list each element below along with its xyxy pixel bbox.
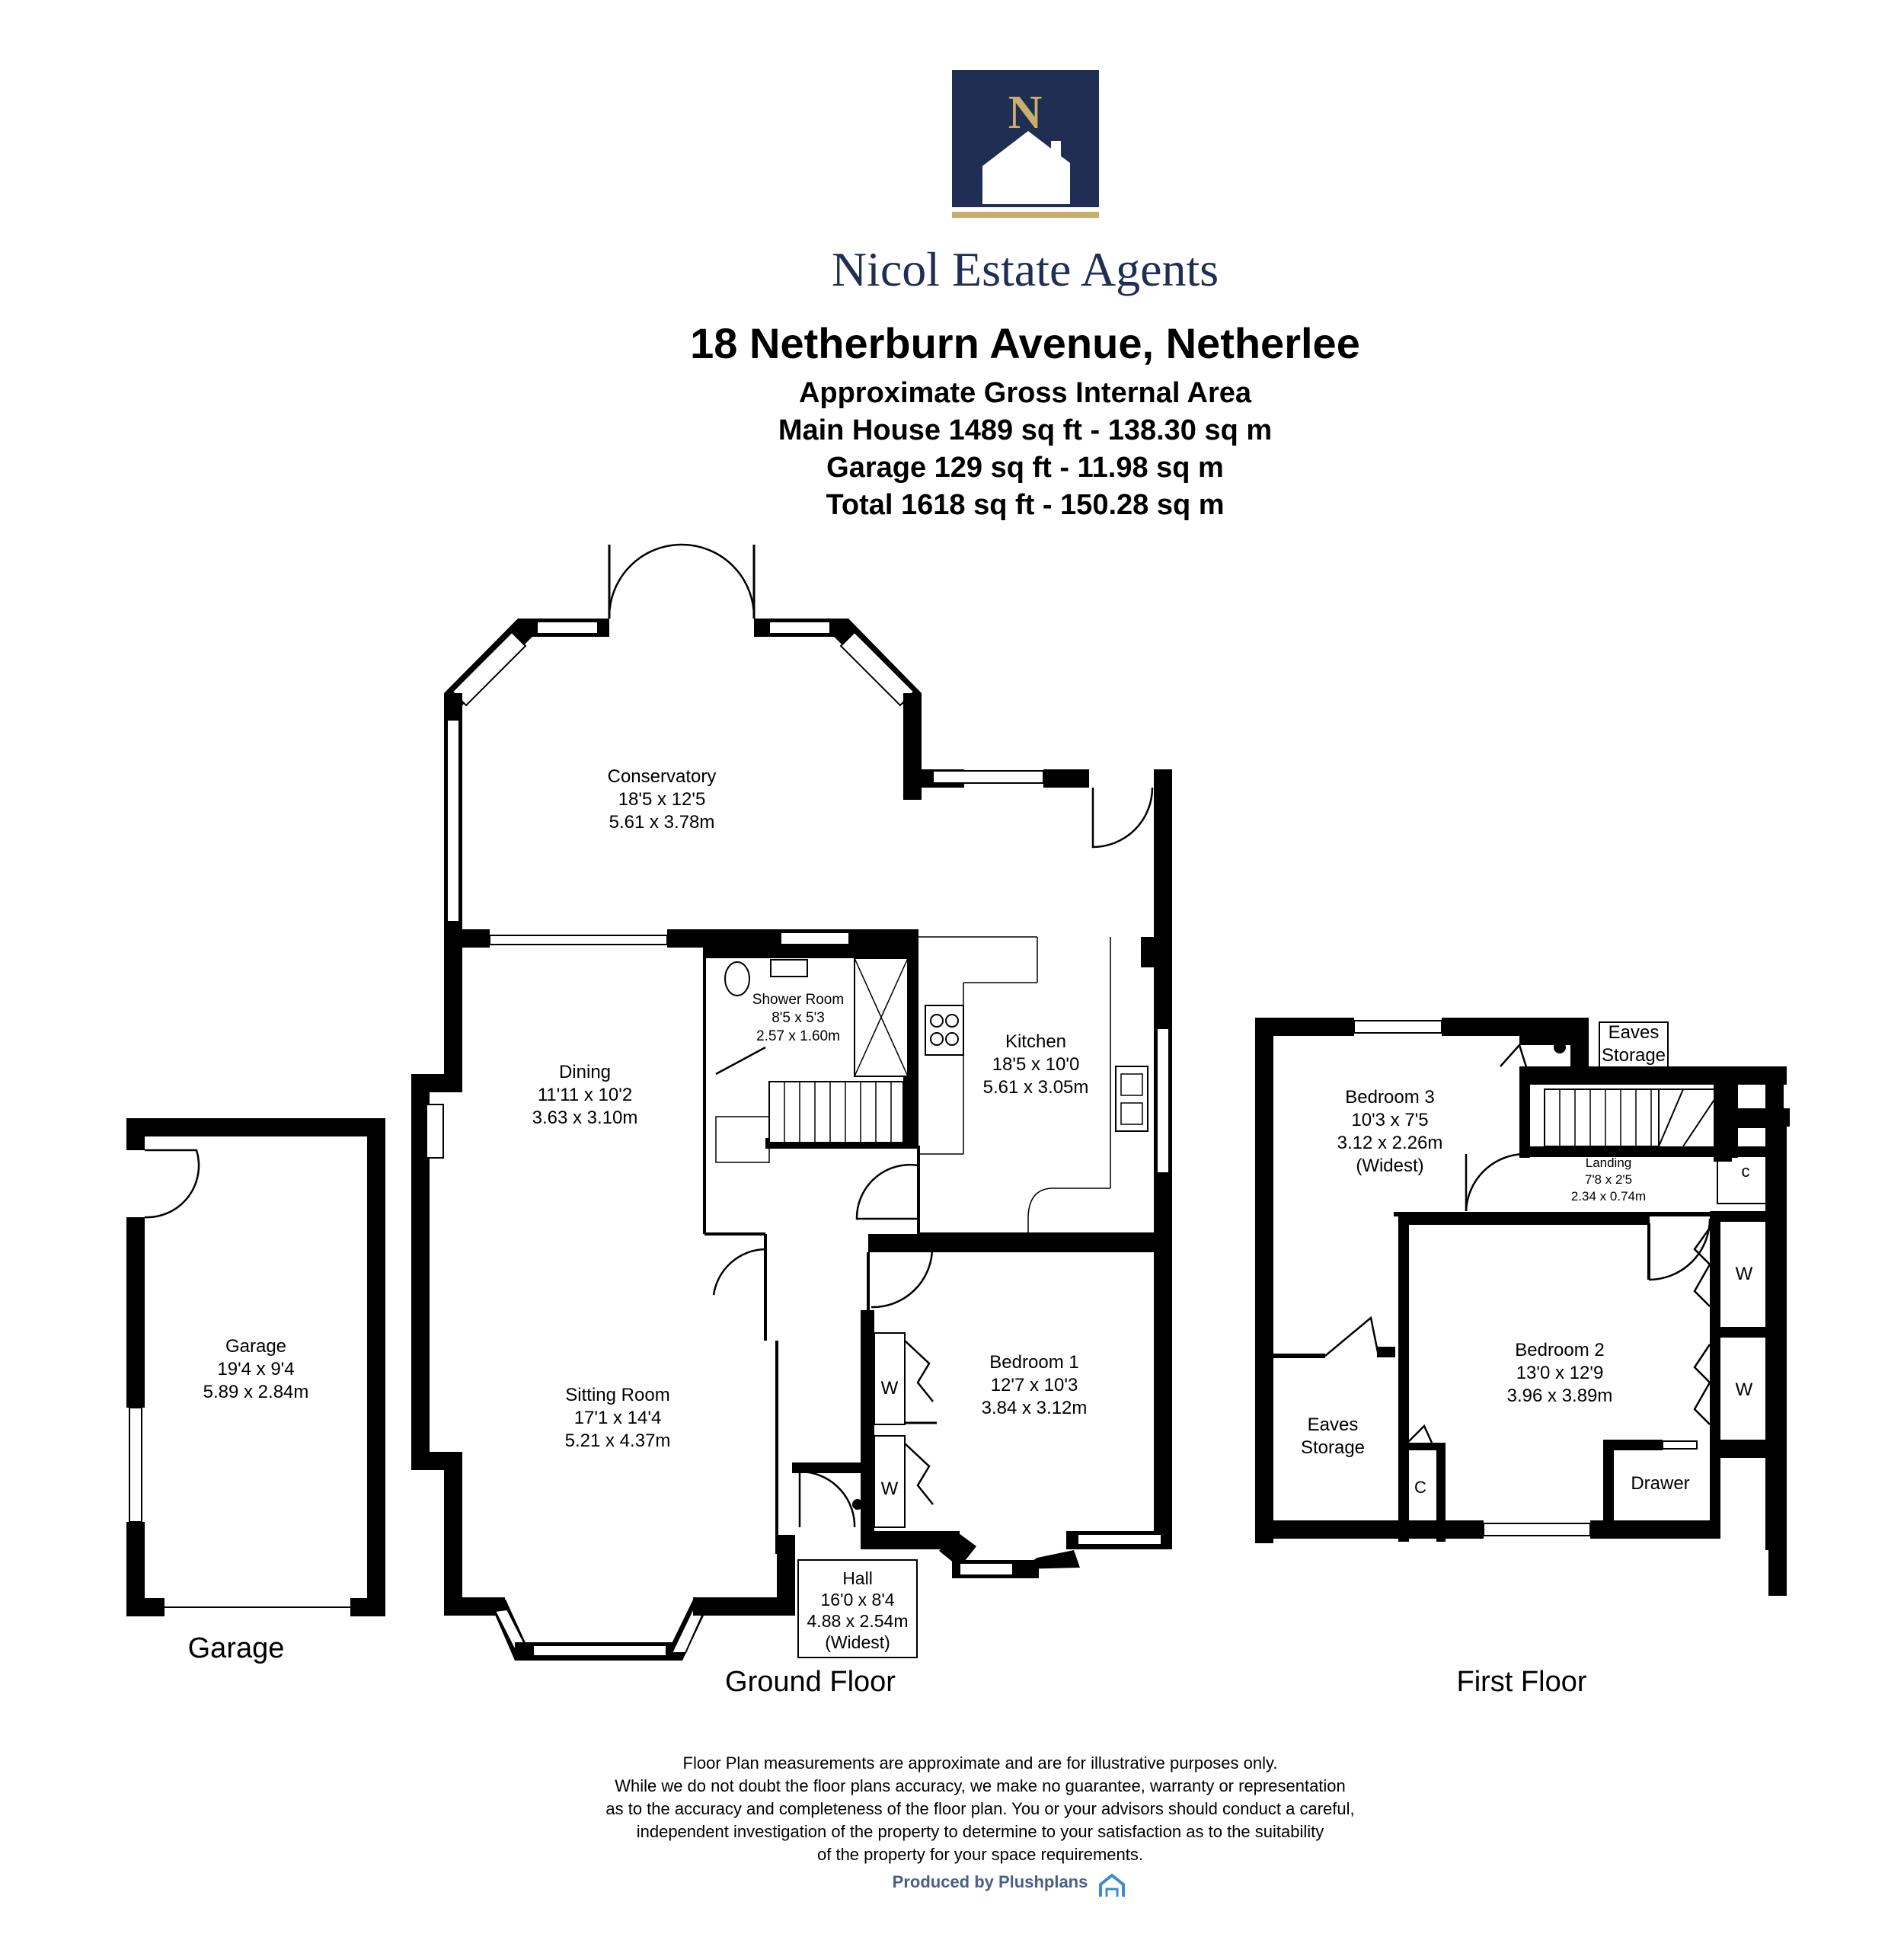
nicol-logo: N	[952, 70, 1099, 218]
garage-room-imperial: 19'4 x 9'4	[217, 1359, 294, 1379]
first-floor-label: First Floor	[1457, 1666, 1587, 1698]
hall-note: (Widest)	[825, 1632, 890, 1652]
dining-metric: 3.63 x 3.10m	[532, 1108, 638, 1128]
sitting-room-name: Sitting Room	[565, 1385, 669, 1405]
disclaimer-line-1: Floor Plan measurements are approximate …	[683, 1753, 1278, 1773]
kitchen-metric: 5.61 x 3.05m	[983, 1077, 1089, 1098]
disclaimer-line-3: as to the accuracy and completeness of t…	[605, 1799, 1354, 1818]
conservatory-imperial: 18'5 x 12'5	[618, 789, 706, 810]
bedroom1-metric: 3.84 x 3.12m	[982, 1398, 1088, 1418]
bedroom3-metric: 3.12 x 2.26m	[1337, 1133, 1443, 1153]
disclaimer-line-2: While we do not doubt the floor plans ac…	[615, 1776, 1346, 1795]
bedroom2-metric: 3.96 x 3.89m	[1507, 1386, 1613, 1406]
ground-floor-label: Ground Floor	[725, 1666, 896, 1698]
ground-stairs	[715, 1081, 904, 1163]
sitting-room-imperial: 17'1 x 14'4	[574, 1408, 662, 1428]
plushplans-credit: Produced by Plushplans	[893, 1872, 1088, 1891]
bedroom3-imperial: 10'3 x 7'5	[1351, 1110, 1428, 1130]
garage-plan	[126, 1118, 385, 1616]
cupboard-upper: c	[1742, 1162, 1750, 1181]
disclaimer-line-5: of the property for your space requireme…	[817, 1845, 1143, 1864]
bedroom2-wardrobe-2: W	[1736, 1379, 1753, 1400]
drawer-label: Drawer	[1631, 1473, 1689, 1494]
bedroom3-name: Bedroom 3	[1345, 1087, 1434, 1108]
bedroom1-wardrobe-2: W	[881, 1478, 899, 1499]
logo-letter: N	[1008, 87, 1043, 139]
disclaimer-line-4: independent investigation of the propert…	[637, 1822, 1324, 1841]
cupboard-lower: C	[1414, 1478, 1426, 1497]
eaves-upper-line1: Eaves	[1608, 1022, 1660, 1043]
total-area: Total 1618 sq ft - 150.28 sq m	[826, 489, 1224, 521]
eaves-upper-line2: Storage	[1602, 1045, 1666, 1066]
hall-imperial: 16'0 x 8'4	[820, 1590, 894, 1610]
kitchen-name: Kitchen	[1005, 1031, 1066, 1052]
bedroom1-wardrobe-1: W	[881, 1378, 899, 1399]
shower-room-imperial: 8'5 x 5'3	[772, 1010, 825, 1026]
shower-room-metric: 2.57 x 1.60m	[756, 1028, 840, 1044]
garage-area: Garage 129 sq ft - 11.98 sq m	[826, 452, 1224, 484]
bedroom2-imperial: 13'0 x 12'9	[1516, 1363, 1604, 1383]
kitchen-imperial: 18'5 x 10'0	[992, 1054, 1080, 1075]
garage-room-metric: 5.89 x 2.84m	[203, 1382, 309, 1402]
property-address: 18 Netherburn Avenue, Netherlee	[690, 319, 1360, 367]
conservatory-name: Conservatory	[608, 766, 717, 787]
conservatory-metric: 5.61 x 3.78m	[609, 812, 715, 833]
first-floor-plan: Eaves Storage	[1255, 1018, 1790, 1596]
bedroom3-note: (Widest)	[1356, 1156, 1423, 1176]
garage-room-name: Garage	[225, 1336, 286, 1357]
sitting-room-metric: 5.21 x 4.37m	[565, 1431, 671, 1451]
hall-name: Hall	[842, 1568, 873, 1588]
landing-metric: 2.34 x 0.74m	[1571, 1189, 1646, 1204]
garage-floor-label: Garage	[188, 1632, 285, 1664]
shower-room-name: Shower Room	[752, 992, 844, 1008]
area-title: Approximate Gross Internal Area	[799, 377, 1252, 409]
main-house-area: Main House 1489 sq ft - 138.30 sq m	[778, 414, 1272, 446]
hall-metric: 4.88 x 2.54m	[807, 1611, 909, 1631]
plushplans-icon	[1099, 1873, 1125, 1897]
landing-imperial: 7'8 x 2'5	[1585, 1172, 1632, 1187]
eaves-lower-line2: Storage	[1301, 1437, 1365, 1458]
ground-floor-plan: Shower Room 8'5 x 5'3 2.57 x 1.60m	[411, 543, 1172, 1661]
eaves-lower-line1: Eaves	[1308, 1415, 1359, 1435]
dining-name: Dining	[559, 1062, 611, 1082]
bedroom2-wardrobe-1: W	[1736, 1264, 1753, 1284]
brand-name: Nicol Estate Agents	[832, 242, 1219, 296]
dining-imperial: 11'11 x 10'2	[538, 1085, 632, 1105]
bedroom1-name: Bedroom 1	[989, 1352, 1078, 1373]
bedroom1-imperial: 12'7 x 10'3	[991, 1375, 1078, 1395]
landing-name: Landing	[1586, 1156, 1632, 1170]
bedroom2-name: Bedroom 2	[1515, 1340, 1604, 1360]
